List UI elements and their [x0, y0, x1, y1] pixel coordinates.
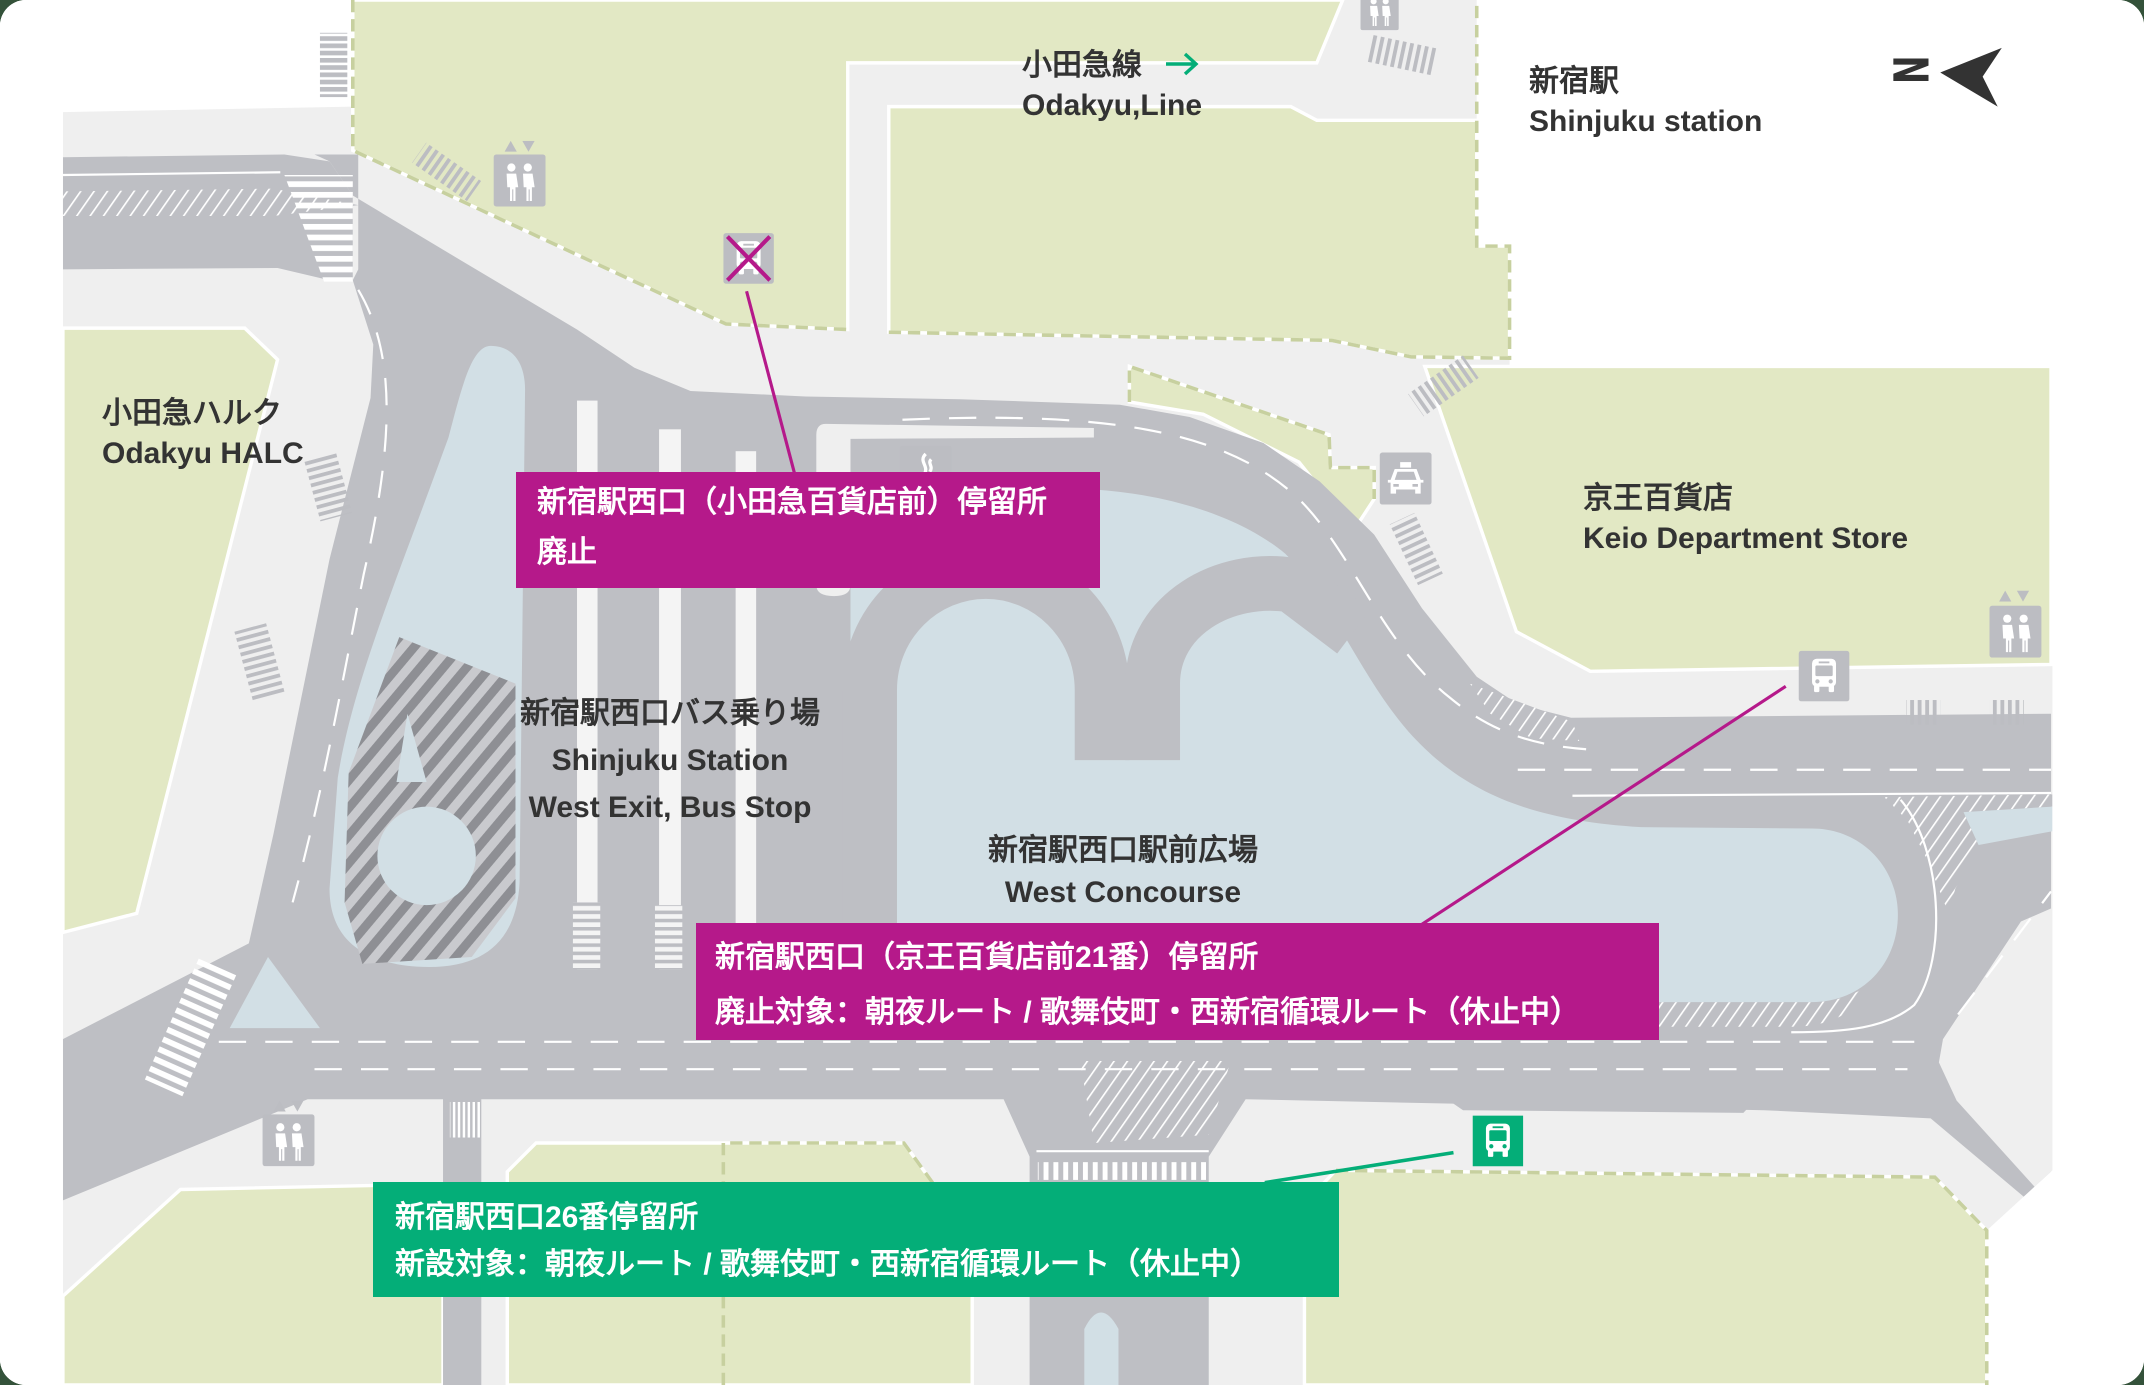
leader-line-abolished-stop	[745, 290, 796, 474]
bus-bay-south	[1437, 1092, 1763, 1113]
crosswalk-south	[1037, 1162, 1209, 1180]
shinjuku-station-label: 新宿駅 Shinjuku station	[1529, 62, 1762, 142]
hatched-median-top-left	[62, 188, 359, 217]
odakyu-halc-name-en: Odakyu HALC	[102, 437, 304, 470]
sidewalk-east-corner	[1938, 907, 2053, 1187]
north-arrow-icon	[1940, 47, 2002, 107]
platform-crossing-2	[654, 905, 683, 970]
building-boundary	[1335, 1168, 1989, 1385]
shinjuku-station-area	[1476, 0, 2144, 1385]
crosswalk-south-west	[449, 1101, 482, 1138]
compass-north-label: N	[1883, 55, 1939, 84]
roundabout-island	[377, 806, 476, 906]
callout-detail: 廃止	[537, 536, 597, 569]
crossed-out-bus-stop-icon	[723, 233, 774, 284]
sidewalk-stripes	[412, 142, 482, 202]
taxi-stand-icon	[1379, 452, 1432, 505]
sidewalk-stripes	[234, 623, 285, 701]
west-concourse-name-en: West Concourse	[1004, 876, 1242, 909]
odakyu-halc-name-ja: 小田急ハルク	[102, 397, 282, 430]
odakyu-halc-label: 小田急ハルク Odakyu HALC	[102, 394, 304, 474]
crosswalk-top-left	[319, 32, 348, 98]
traffic-island-south	[1084, 1312, 1119, 1385]
green-area-taxi-stand	[1127, 364, 1376, 534]
lane-marking	[1957, 890, 2052, 1016]
callout-stop-26-new: 新宿駅西口26番停留所 新設対象：朝夜ルート / 歌舞伎町・西新宿循環ルート（休…	[373, 1182, 1339, 1297]
leader-line-new-stop	[1264, 1150, 1454, 1185]
lane-edge	[62, 171, 281, 177]
bus-terminal-label: 新宿駅西口バス乗り場 Shinjuku Station West Exit, B…	[470, 690, 870, 831]
odakyu-line-ja-row: 小田急線	[1022, 46, 1202, 86]
bus-terminal-name-en-1: Shinjuku Station	[551, 744, 789, 777]
keio-name-ja: 京王百貨店	[1583, 482, 1733, 515]
callout-odakyu-stop-abolished: 新宿駅西口（小田急百貨店前）停留所 廃止	[516, 472, 1100, 588]
hatched-zone-south-junction	[1080, 1060, 1231, 1144]
building-boundary	[1127, 363, 1376, 500]
traffic-island-east	[1963, 806, 2053, 845]
odakyu-line-name-ja: 小田急線	[1022, 49, 1142, 82]
outside-area-west	[0, 0, 353, 1385]
lane-edge	[1791, 799, 1938, 1034]
callout-title: 新宿駅西口（京王百貨店前21番）停留所	[715, 941, 1259, 974]
building-southeast-block	[1302, 1168, 1989, 1385]
leader-line-keio-stop	[1421, 685, 1787, 926]
shinjuku-station-name-ja: 新宿駅	[1529, 65, 1619, 98]
lane-edge	[1572, 791, 2052, 797]
lane-marking	[902, 416, 1587, 751]
callout-detail: 新設対象：朝夜ルート / 歌舞伎町・西新宿循環ルート（休止中）	[395, 1248, 1261, 1281]
right-arrow-icon	[1166, 52, 1199, 76]
crosswalk-top-left-intersection	[284, 175, 353, 282]
elevator-icon	[262, 1114, 315, 1167]
building-odakyu-line-station	[887, 104, 1512, 360]
crosswalk-west	[144, 957, 237, 1097]
platform-crossing-1	[572, 902, 601, 970]
terminal-island-notch	[396, 713, 427, 783]
callout-detail: 廃止対象：朝夜ルート / 歌舞伎町・西新宿循環ルート（休止中）	[715, 996, 1581, 1029]
lane-marking	[291, 289, 388, 903]
cross-mark	[725, 235, 772, 282]
traffic-island-west	[229, 957, 320, 1029]
west-concourse-plaza	[850, 489, 1898, 1003]
bus-terminal-name-en-2: West Exit, Bus Stop	[528, 791, 812, 824]
keio-department-store-label: 京王百貨店 Keio Department Store	[1583, 479, 1908, 559]
shinjuku-station-name-en: Shinjuku station	[1529, 105, 1763, 138]
bus-stop-icon	[1798, 650, 1850, 702]
elevator-icon	[493, 154, 546, 207]
new-bus-stop-icon	[1472, 1115, 1524, 1167]
hatched-zone-keio-curve	[1469, 683, 1580, 742]
callout-title: 新宿駅西口26番停留所	[395, 1201, 699, 1234]
callout-keio-stop-to-be-abolished: 新宿駅西口（京王百貨店前21番）停留所 廃止対象：朝夜ルート / 歌舞伎町・西新…	[696, 923, 1659, 1040]
sidewalk-stripes	[303, 450, 353, 522]
concourse-loop-road-east	[1125, 556, 1371, 761]
sidewalk-stripes	[1365, 34, 1437, 76]
bus-terminal-name-ja: 新宿駅西口バス乗り場	[520, 697, 820, 730]
sidewalk-stripes	[1989, 700, 2024, 725]
hatched-zone-east	[1884, 794, 2053, 914]
sidewalk-stripes	[1408, 355, 1479, 417]
building-boundary	[888, 0, 1512, 361]
west-concourse-label: 新宿駅西口駅前広場 West Concourse	[923, 830, 1323, 914]
sidewalk-stripes	[1906, 700, 1941, 725]
sidewalk-stripes	[1389, 512, 1443, 586]
keio-name-en: Keio Department Store	[1583, 522, 1909, 555]
callout-title: 新宿駅西口（小田急百貨店前）停留所	[537, 486, 1047, 519]
building-boundary	[350, 0, 848, 332]
road-top-left	[62, 154, 353, 281]
elevator-icon	[1989, 605, 2042, 658]
odakyu-line-name-en: Odakyu,Line	[1022, 89, 1203, 122]
elevator-icon	[1360, 0, 1399, 31]
odakyu-line-label: 小田急線 Odakyu,Line	[1022, 46, 1202, 126]
west-concourse-name-ja: 新宿駅西口駅前広場	[988, 834, 1258, 867]
